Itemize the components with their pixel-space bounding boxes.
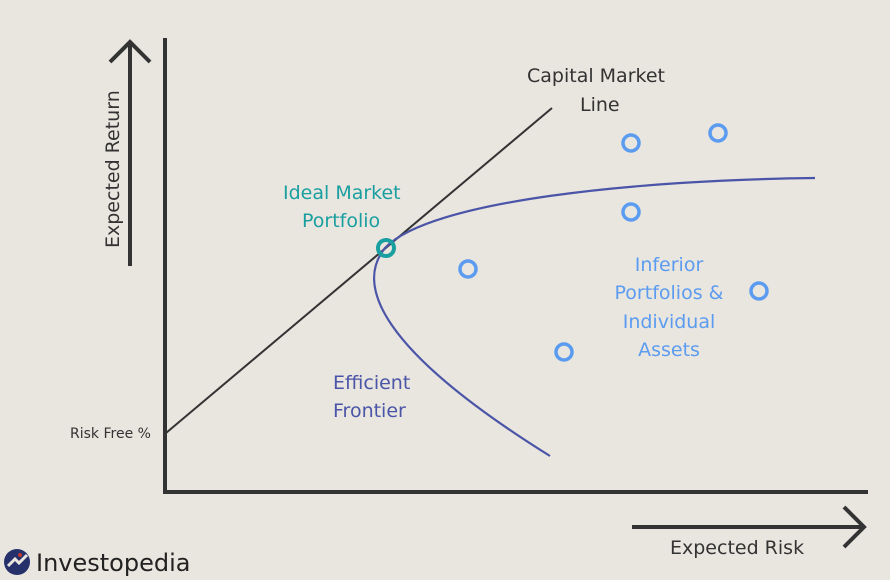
inferior-label-4: Assets — [638, 339, 700, 361]
ideal-portfolio-marker — [376, 238, 396, 258]
investopedia-logo: Investopedia — [4, 549, 190, 577]
y-axis-label: Expected Return — [102, 90, 124, 248]
frontier-label-2: Frontier — [333, 400, 406, 422]
cml-label-2: Line — [580, 94, 620, 116]
inferior-portfolio-point — [554, 342, 574, 362]
cml-label-1: Capital Market — [527, 65, 665, 87]
inferior-portfolio-point — [621, 133, 641, 153]
x-axis-label: Expected Risk — [670, 537, 804, 559]
inferior-label-2: Portfolios & — [615, 282, 724, 304]
inferior-label-3: Individual — [623, 311, 716, 333]
inferior-label-1: Inferior — [635, 254, 704, 276]
right-arrow-icon — [632, 505, 867, 549]
capital-market-line — [165, 107, 553, 434]
inferior-portfolio-point — [458, 259, 478, 279]
ideal-label-2: Portfolio — [302, 210, 380, 232]
inferior-portfolio-point — [749, 281, 769, 301]
frontier-label-1: Efficient — [333, 372, 410, 394]
inferior-portfolio-point — [621, 202, 641, 222]
brand-name: Investopedia — [36, 549, 190, 577]
risk-free-label: Risk Free % — [70, 426, 151, 442]
inferior-portfolio-point — [708, 123, 728, 143]
up-arrow-icon — [108, 39, 152, 266]
ideal-label-1: Ideal Market — [283, 182, 401, 204]
efficient-frontier-curve — [373, 176, 816, 457]
